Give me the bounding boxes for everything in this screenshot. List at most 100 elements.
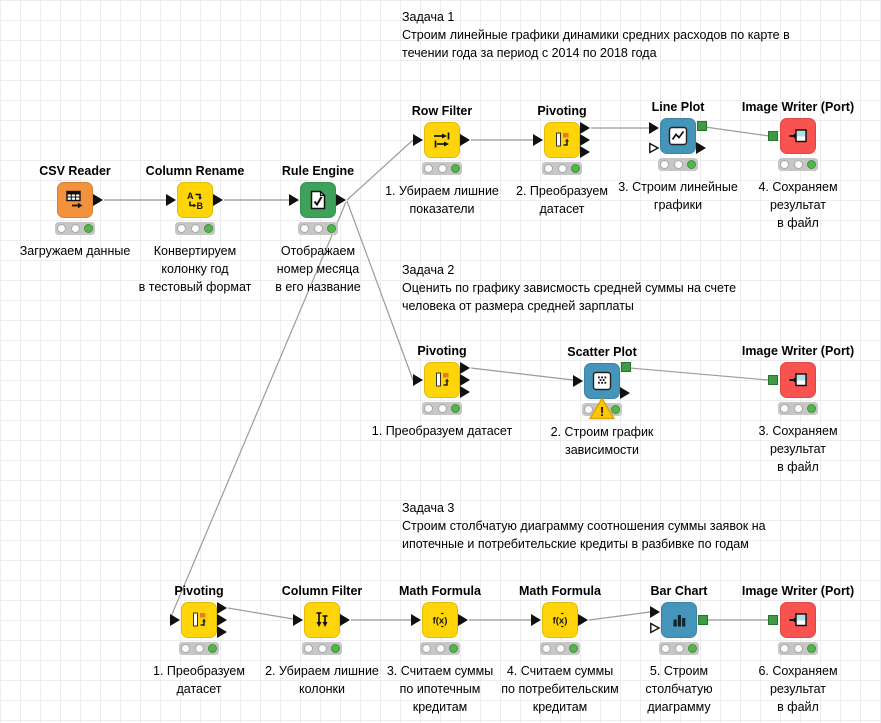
output-port-3[interactable] [217, 626, 228, 638]
image-output-port[interactable] [621, 362, 631, 372]
status-red-dot [544, 164, 553, 173]
node-body-bar-chart[interactable] [650, 602, 708, 638]
output-port[interactable] [578, 614, 589, 626]
svg-text:A: A [187, 191, 194, 201]
node-title: Pivoting [174, 584, 224, 598]
status-red-dot [780, 644, 789, 653]
input-port[interactable] [650, 606, 661, 618]
node-caption[interactable]: 3. Считаем суммы по ипотечным кредитам [386, 664, 494, 714]
node-body-pivoting[interactable] [533, 122, 590, 158]
image-output-port[interactable] [698, 615, 708, 625]
node-caption[interactable]: 4. Сохраняем результат в файл [758, 180, 838, 230]
node-body-math-formula[interactable]: f(x) [411, 602, 468, 638]
task-annotation-2[interactable]: Задача 2 Оценить по графику зависмость с… [402, 261, 736, 315]
status-traffic-light [302, 642, 342, 655]
task-annotation-3[interactable]: Задача 3 Строим столбчатую диаграмму соо… [402, 499, 766, 553]
node-body-math-formula[interactable]: f(x) [531, 602, 588, 638]
node-caption[interactable]: 2. Строим график зависимости [550, 425, 654, 457]
node-caption[interactable]: 1. Убираем лишние показатели [385, 184, 499, 216]
status-green-dot [208, 644, 217, 653]
status-traffic-light [542, 162, 582, 175]
image-input-port[interactable] [768, 615, 778, 625]
output-port-3[interactable] [580, 146, 591, 158]
input-port[interactable] [649, 122, 660, 134]
input-port[interactable] [533, 134, 544, 146]
image-input-port[interactable] [768, 131, 778, 141]
optional-input-port[interactable] [650, 622, 661, 634]
node-title: Image Writer (Port) [741, 584, 855, 598]
output-port[interactable] [213, 194, 224, 206]
node-body-pivoting[interactable] [413, 362, 470, 398]
status-amber-dot [793, 404, 803, 413]
node-caption[interactable]: Конвертируем колонку год в тестовый форм… [138, 244, 252, 294]
node-caption[interactable]: 5. Строим столбчатую диаграмму [645, 664, 713, 714]
node-body-column-filter[interactable] [293, 602, 350, 638]
output-port[interactable] [93, 194, 104, 206]
input-port[interactable] [170, 614, 181, 626]
node-caption[interactable]: 1. Преобразуем датасет [371, 424, 513, 438]
node-caption[interactable]: 6. Сохраняем результат в файл [758, 664, 838, 714]
input-port[interactable] [166, 194, 177, 206]
output-port-2[interactable] [217, 614, 228, 626]
node-body-line-plot[interactable] [649, 118, 707, 154]
node-body-csv-reader[interactable] [57, 182, 103, 218]
node-title: Scatter Plot [567, 345, 637, 359]
output-port[interactable] [696, 142, 707, 154]
status-red-dot [660, 160, 669, 169]
node-body-row-filter[interactable] [413, 122, 470, 158]
output-port[interactable] [458, 614, 469, 626]
node-body-image-writer[interactable] [768, 362, 816, 398]
node-body-scatter-plot[interactable] [573, 362, 631, 399]
output-port-2[interactable] [460, 374, 471, 386]
input-port[interactable] [531, 614, 542, 626]
output-port[interactable] [460, 134, 471, 146]
node-caption[interactable]: 2. Убираем лишние колонки [265, 664, 379, 696]
status-amber-dot [437, 164, 447, 173]
connection [629, 367, 769, 381]
output-port[interactable] [336, 194, 347, 206]
input-port[interactable] [289, 194, 300, 206]
status-amber-dot [70, 224, 80, 233]
node-caption[interactable]: 1. Преобразуем датасет [153, 664, 245, 696]
optional-input-port[interactable] [649, 142, 660, 154]
output-port-1[interactable] [460, 362, 471, 374]
image-input-port[interactable] [768, 375, 778, 385]
node-body-rule-engine[interactable] [289, 182, 346, 218]
node-title: Image Writer (Port) [741, 100, 855, 114]
status-red-dot [304, 644, 313, 653]
output-port-1[interactable] [217, 602, 228, 614]
node-math-formula-2: Math Formula f(x) 4. Считаем суммы по по… [480, 583, 640, 716]
node-caption[interactable]: 2. Преобразуем датасет [516, 184, 608, 216]
node-body-image-writer[interactable] [768, 118, 816, 154]
node-caption[interactable]: Отображаем номер месяца в его название [275, 244, 361, 294]
node-body-image-writer[interactable] [768, 602, 816, 638]
node-body-column-rename[interactable]: A B [166, 182, 223, 218]
pivot-table-icon [436, 372, 449, 387]
output-port[interactable] [620, 387, 631, 399]
node-caption[interactable]: 3. Сохраняем результат в файл [758, 424, 838, 474]
input-port[interactable] [413, 134, 424, 146]
status-traffic-light [179, 642, 219, 655]
node-caption[interactable]: 3. Строим линейные графики [618, 180, 738, 212]
node-body-pivoting[interactable] [170, 602, 227, 638]
task-text: Оценить по графику зависмость средней су… [402, 281, 737, 313]
status-traffic-light [55, 222, 95, 235]
task-annotation-1[interactable]: Задача 1 Строим линейные графики динамик… [402, 8, 790, 62]
status-amber-dot [673, 160, 683, 169]
status-red-dot [422, 644, 431, 653]
output-port-1[interactable] [580, 122, 591, 134]
input-port[interactable] [293, 614, 304, 626]
output-port-2[interactable] [580, 134, 591, 146]
input-port[interactable] [413, 374, 424, 386]
output-port-3[interactable] [460, 386, 471, 398]
image-output-port[interactable] [697, 121, 707, 131]
input-port[interactable] [411, 614, 422, 626]
input-port[interactable] [573, 375, 584, 387]
output-port[interactable] [340, 614, 351, 626]
status-green-dot [451, 164, 460, 173]
node-caption[interactable]: Загружаем данные [19, 244, 131, 258]
status-green-dot [204, 224, 213, 233]
node-title: Pivoting [537, 104, 587, 118]
node-caption[interactable]: 4. Считаем суммы по потребительским кред… [501, 664, 619, 714]
